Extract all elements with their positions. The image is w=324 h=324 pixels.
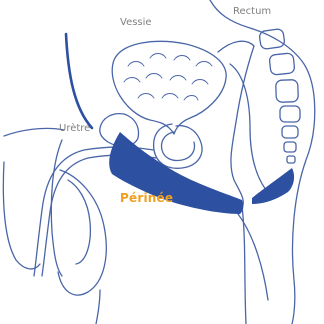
testis xyxy=(68,180,90,264)
bladder xyxy=(112,41,226,134)
label-uretre: Urètre xyxy=(59,124,90,134)
label-perinee: Périnée xyxy=(120,192,173,204)
label-vessie: Vessie xyxy=(120,18,152,28)
front-contour-band xyxy=(66,34,92,128)
bladder-texture xyxy=(124,54,212,101)
label-rectum: Rectum xyxy=(233,7,271,17)
leg-contour xyxy=(238,214,268,300)
back-outline xyxy=(210,0,315,324)
prostate-inner xyxy=(162,132,195,161)
scrotum xyxy=(58,170,106,295)
front-contour xyxy=(66,34,92,128)
penis xyxy=(3,162,40,269)
vertebrae xyxy=(259,28,300,163)
